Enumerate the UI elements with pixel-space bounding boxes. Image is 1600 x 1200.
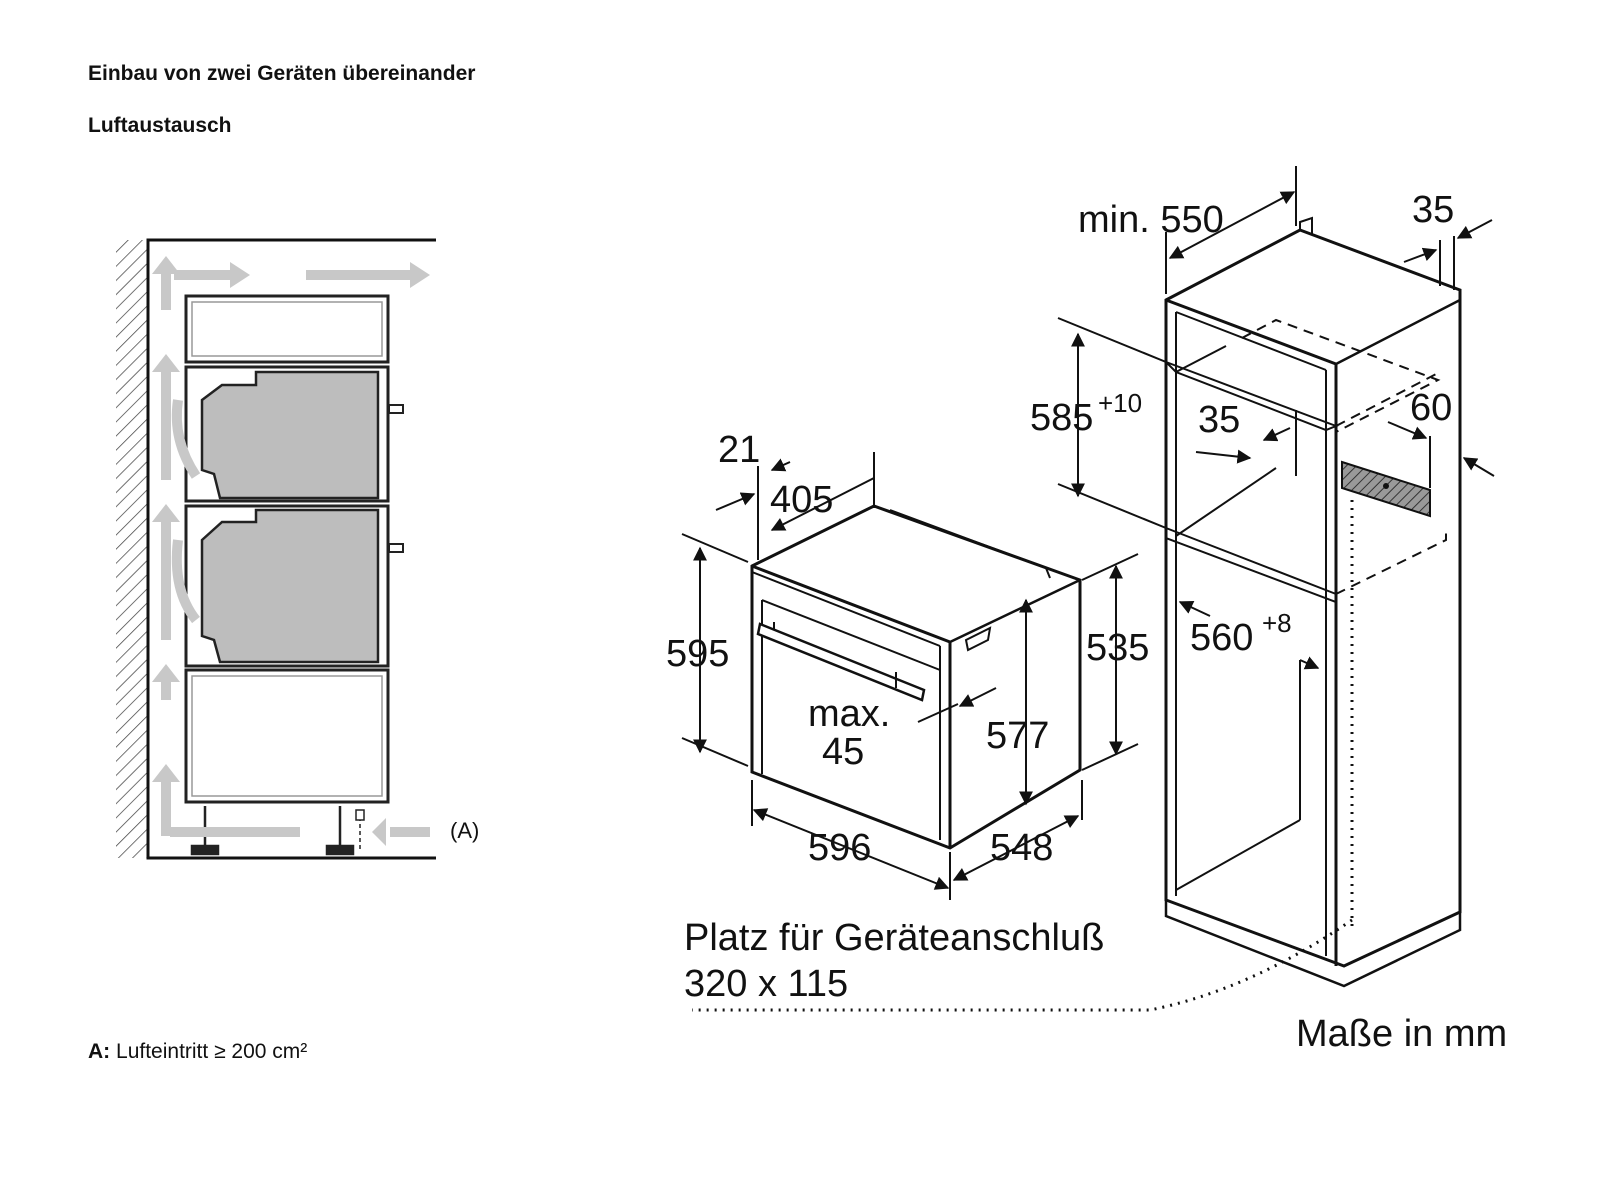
- dim-560: 560: [1190, 617, 1253, 659]
- upper-appliance: [184, 365, 404, 503]
- cabinet-dimension-lines: [1057, 166, 1495, 670]
- dim-35-top: 35: [1412, 189, 1454, 231]
- wall-outline: [146, 238, 436, 860]
- wall-hatch: [116, 240, 148, 858]
- vent-slot-marker: [1383, 483, 1389, 489]
- connection-note-line2: 320 x 115: [684, 963, 848, 1005]
- dim-21: 21: [718, 429, 760, 471]
- dim-60: 60: [1410, 387, 1452, 429]
- dim-596: 596: [808, 827, 871, 869]
- page-title: Einbau von zwei Geräten übereinander: [88, 62, 476, 85]
- section-subtitle: Luftaustausch: [88, 114, 232, 137]
- oven-dimension-lines: [681, 452, 1139, 900]
- footnote-key: A:: [88, 1040, 111, 1063]
- dim-max-label: max.: [808, 693, 890, 735]
- units-note: Maße in mm: [1296, 1013, 1507, 1055]
- air-inlet-label: (A): [450, 818, 479, 843]
- airflow-arrows: [152, 256, 430, 846]
- dim-405: 405: [770, 479, 833, 521]
- dashed-opening: [1241, 318, 1447, 595]
- dim-560-tolerance: +8: [1262, 608, 1292, 638]
- bottom-cabinet: [184, 668, 390, 804]
- dim-585: 585: [1030, 397, 1093, 439]
- cabinet-drawing: [1164, 216, 1462, 988]
- dim-548: 548: [990, 827, 1053, 869]
- oven-drawing: [750, 504, 1082, 850]
- footnote-text: Lufteintritt ≥ 200 cm²: [116, 1040, 308, 1063]
- cabinet-feet: [190, 806, 365, 856]
- connection-dotted-line: [692, 500, 1354, 1012]
- lower-appliance: [184, 504, 404, 668]
- airflow-diagram: (A): [116, 238, 479, 860]
- dim-35-inner: 35: [1198, 399, 1240, 441]
- dim-535: 535: [1086, 627, 1149, 669]
- dim-577: 577: [986, 715, 1049, 757]
- footnote: A: Lufteintritt ≥ 200 cm²: [88, 1040, 307, 1064]
- connection-note-line1: Platz für Geräteanschluß: [684, 917, 1104, 959]
- dim-45: 45: [822, 731, 864, 773]
- dim-595: 595: [666, 633, 729, 675]
- dim-585-tolerance: +10: [1098, 388, 1142, 418]
- dim-min-550: min. 550: [1078, 199, 1224, 241]
- top-cabinet-compartment: [184, 294, 390, 364]
